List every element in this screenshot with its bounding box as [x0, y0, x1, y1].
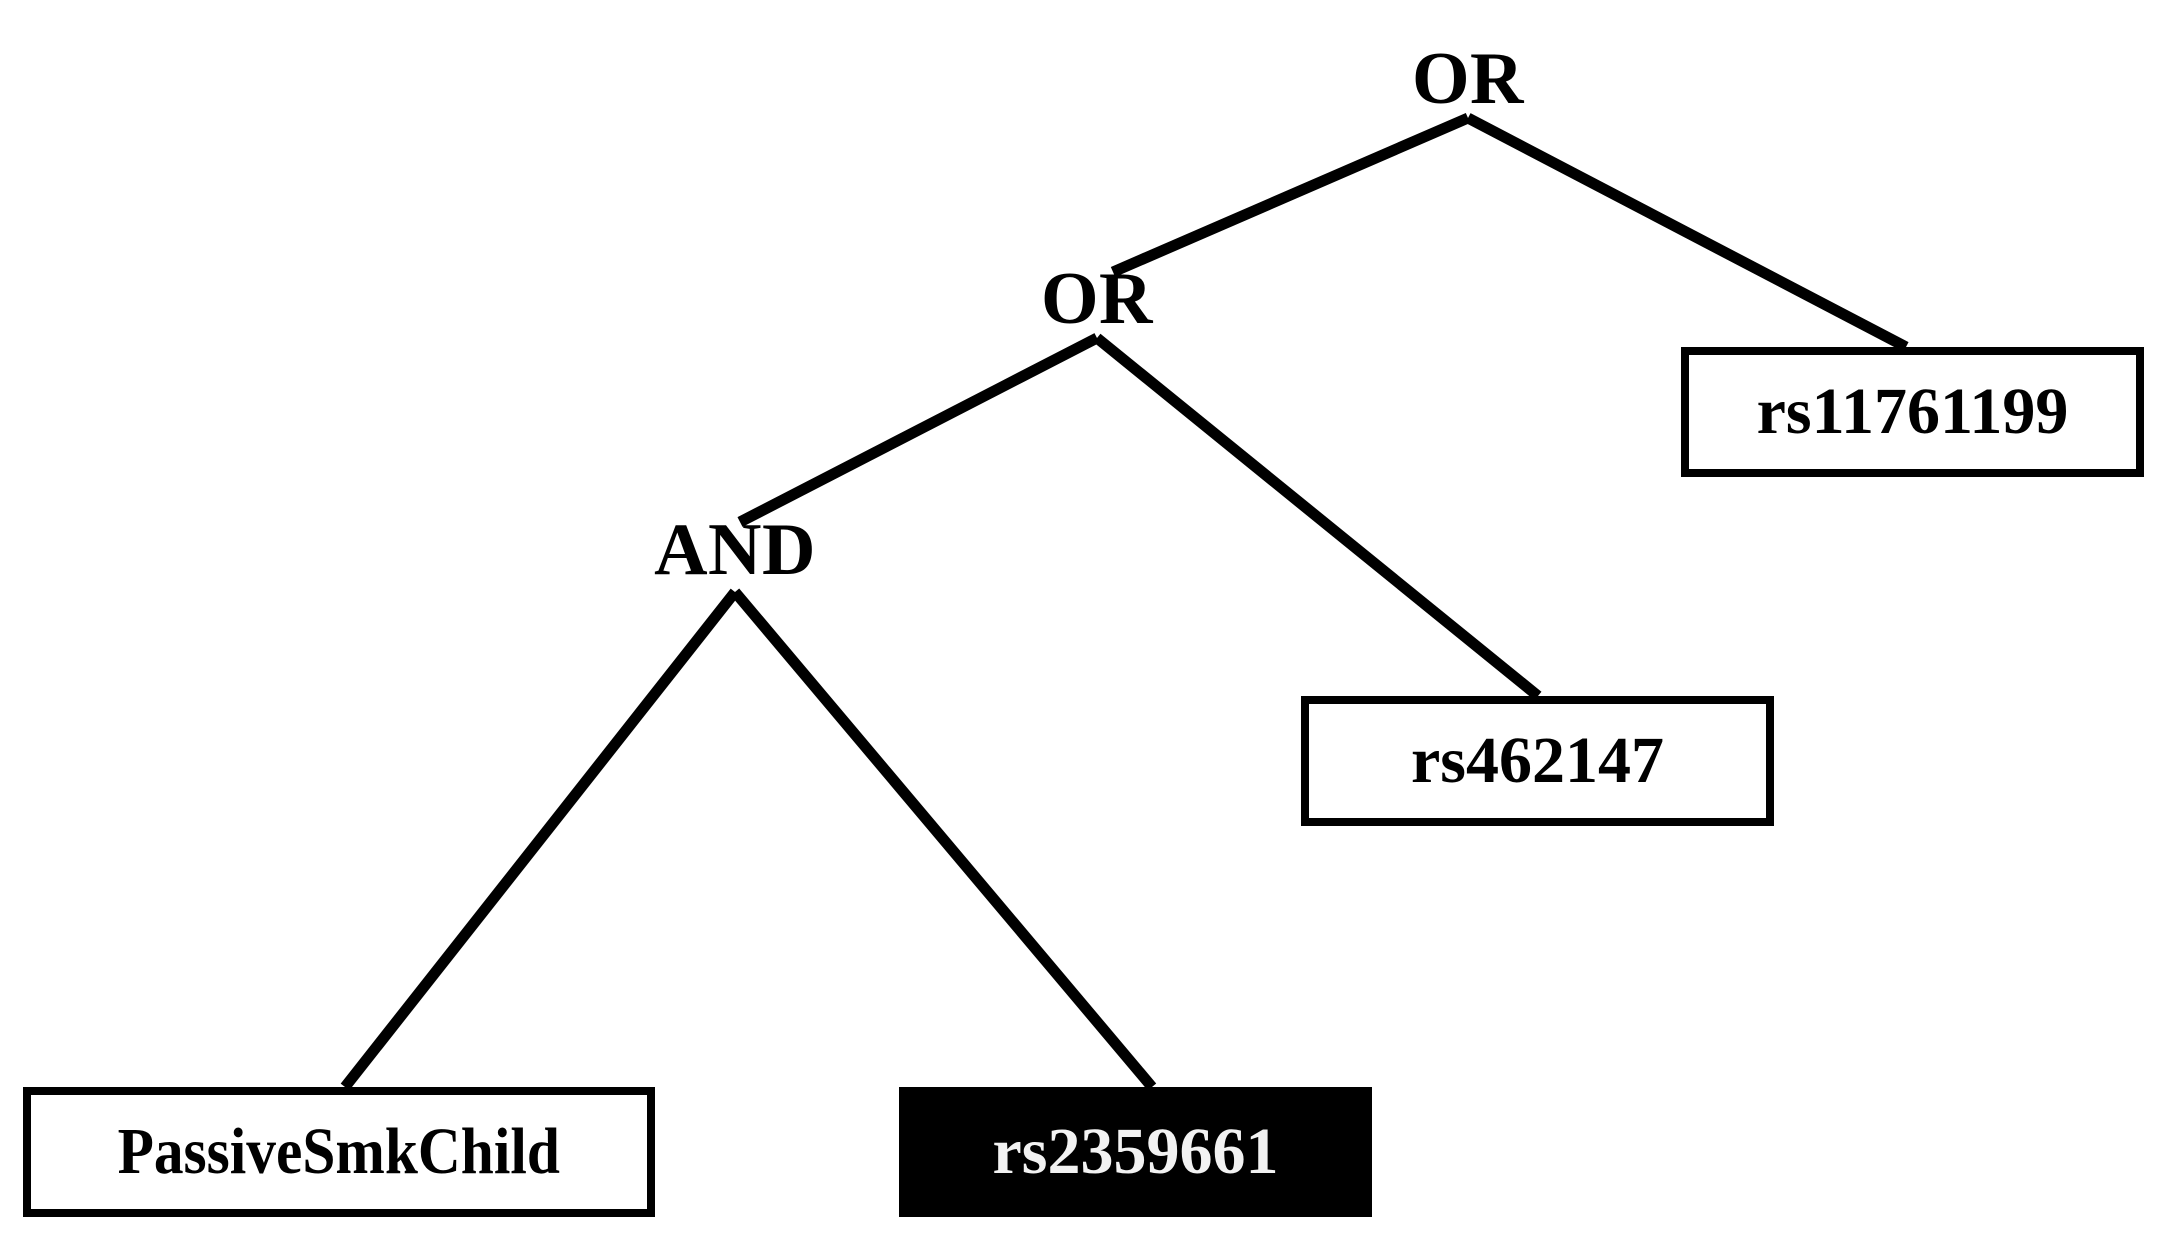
leaf-label-rs11761199: rs11761199	[1756, 375, 2069, 448]
leaf-label-passivesmkchild: PassiveSmkChild	[117, 1115, 561, 1188]
node-and[interactable]: AND	[654, 513, 816, 587]
edge-and-node-to-rs2359661	[730, 588, 1157, 1091]
edge-and-node-to-PassiveSmkChild	[340, 588, 740, 1091]
leaf-node-rs2359661[interactable]: rs2359661	[899, 1087, 1372, 1217]
edge-or-root-to-or-mid	[1110, 112, 1471, 278]
leaf-node-passivesmkchild[interactable]: PassiveSmkChild	[23, 1087, 655, 1217]
leaf-node-rs11761199[interactable]: rs11761199	[1681, 347, 2144, 477]
leaf-node-rs462147[interactable]: rs462147	[1301, 696, 1774, 826]
node-and-label: AND	[654, 509, 816, 591]
leaf-label-rs462147: rs462147	[1411, 724, 1664, 797]
node-or-mid[interactable]: OR	[1041, 262, 1153, 336]
edge-or-mid-to-rs462147	[1093, 333, 1542, 701]
edge-or-root-to-rs11761199	[1465, 113, 1909, 352]
node-or-root[interactable]: OR	[1412, 42, 1524, 116]
node-or-root-label: OR	[1412, 38, 1524, 120]
leaf-label-rs2359661: rs2359661	[992, 1115, 1279, 1188]
node-or-mid-label: OR	[1041, 258, 1153, 340]
edge-or-mid-to-and-node	[737, 333, 1100, 527]
